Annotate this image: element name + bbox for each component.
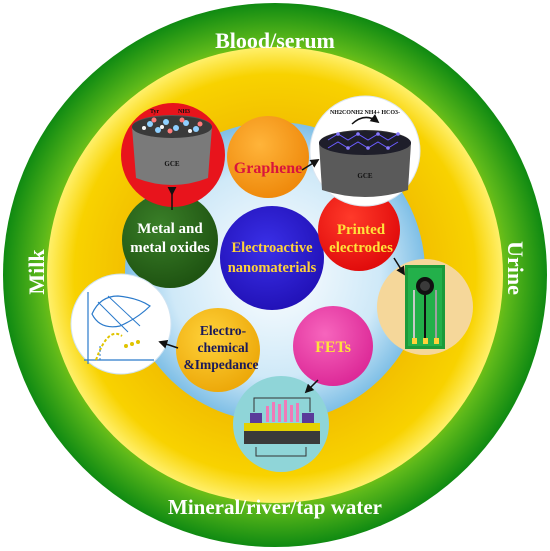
metal-label-line1: Metal and	[137, 221, 203, 237]
gce-label-left: GCE	[164, 160, 180, 168]
arrow-graphene-to-gce	[301, 159, 320, 171]
gce-illustration-right: NH2CONH2 NH4+ HCO3- GCE	[309, 95, 421, 207]
gce-illustration-left: Tyr NH3 GCE	[121, 103, 225, 207]
fets-circle	[293, 306, 373, 386]
left-formula-a: Tyr	[150, 109, 160, 115]
ring-label-bottom: Mineral/river/tap water	[168, 495, 382, 519]
fet-illustration	[233, 376, 329, 472]
electrochem-label-line3: &Impedance	[184, 357, 259, 372]
center-label-line1: Electroactive	[231, 240, 313, 256]
arrow-electrochem-to-plot	[158, 340, 179, 349]
printed-circle	[318, 189, 400, 271]
electrochem-label-line2: chemical	[198, 340, 249, 355]
left-formula-b: NH3	[178, 109, 190, 115]
gce-label-right: GCE	[357, 172, 373, 180]
printed-label-line2: electrodes	[329, 240, 393, 256]
arrow-printed-to-electrode	[393, 257, 405, 276]
fets-label: FETs	[315, 339, 351, 356]
ring-label-right: Urine	[503, 241, 528, 295]
electrochem-circle	[176, 308, 260, 392]
printed-electrode-illustration	[377, 259, 473, 355]
metal-label-line2: metal oxides	[130, 240, 210, 256]
graphene-label: Graphene	[234, 160, 302, 177]
electrochem-label-line1: Electro-	[200, 323, 246, 338]
graphene-circle	[227, 116, 309, 198]
printed-label-line1: Printed	[337, 222, 386, 238]
center-label-line2: nanomaterials	[228, 260, 317, 276]
ring-label-left: Milk	[24, 249, 49, 295]
metal-circle	[122, 192, 218, 288]
center-circle	[220, 206, 324, 310]
impedance-illustration	[70, 273, 172, 375]
ring-label-top: Blood/serum	[215, 28, 335, 53]
right-formula: NH2CONH2 NH4+ HCO3-	[330, 110, 400, 116]
arrow-fets-to-device	[304, 379, 319, 394]
